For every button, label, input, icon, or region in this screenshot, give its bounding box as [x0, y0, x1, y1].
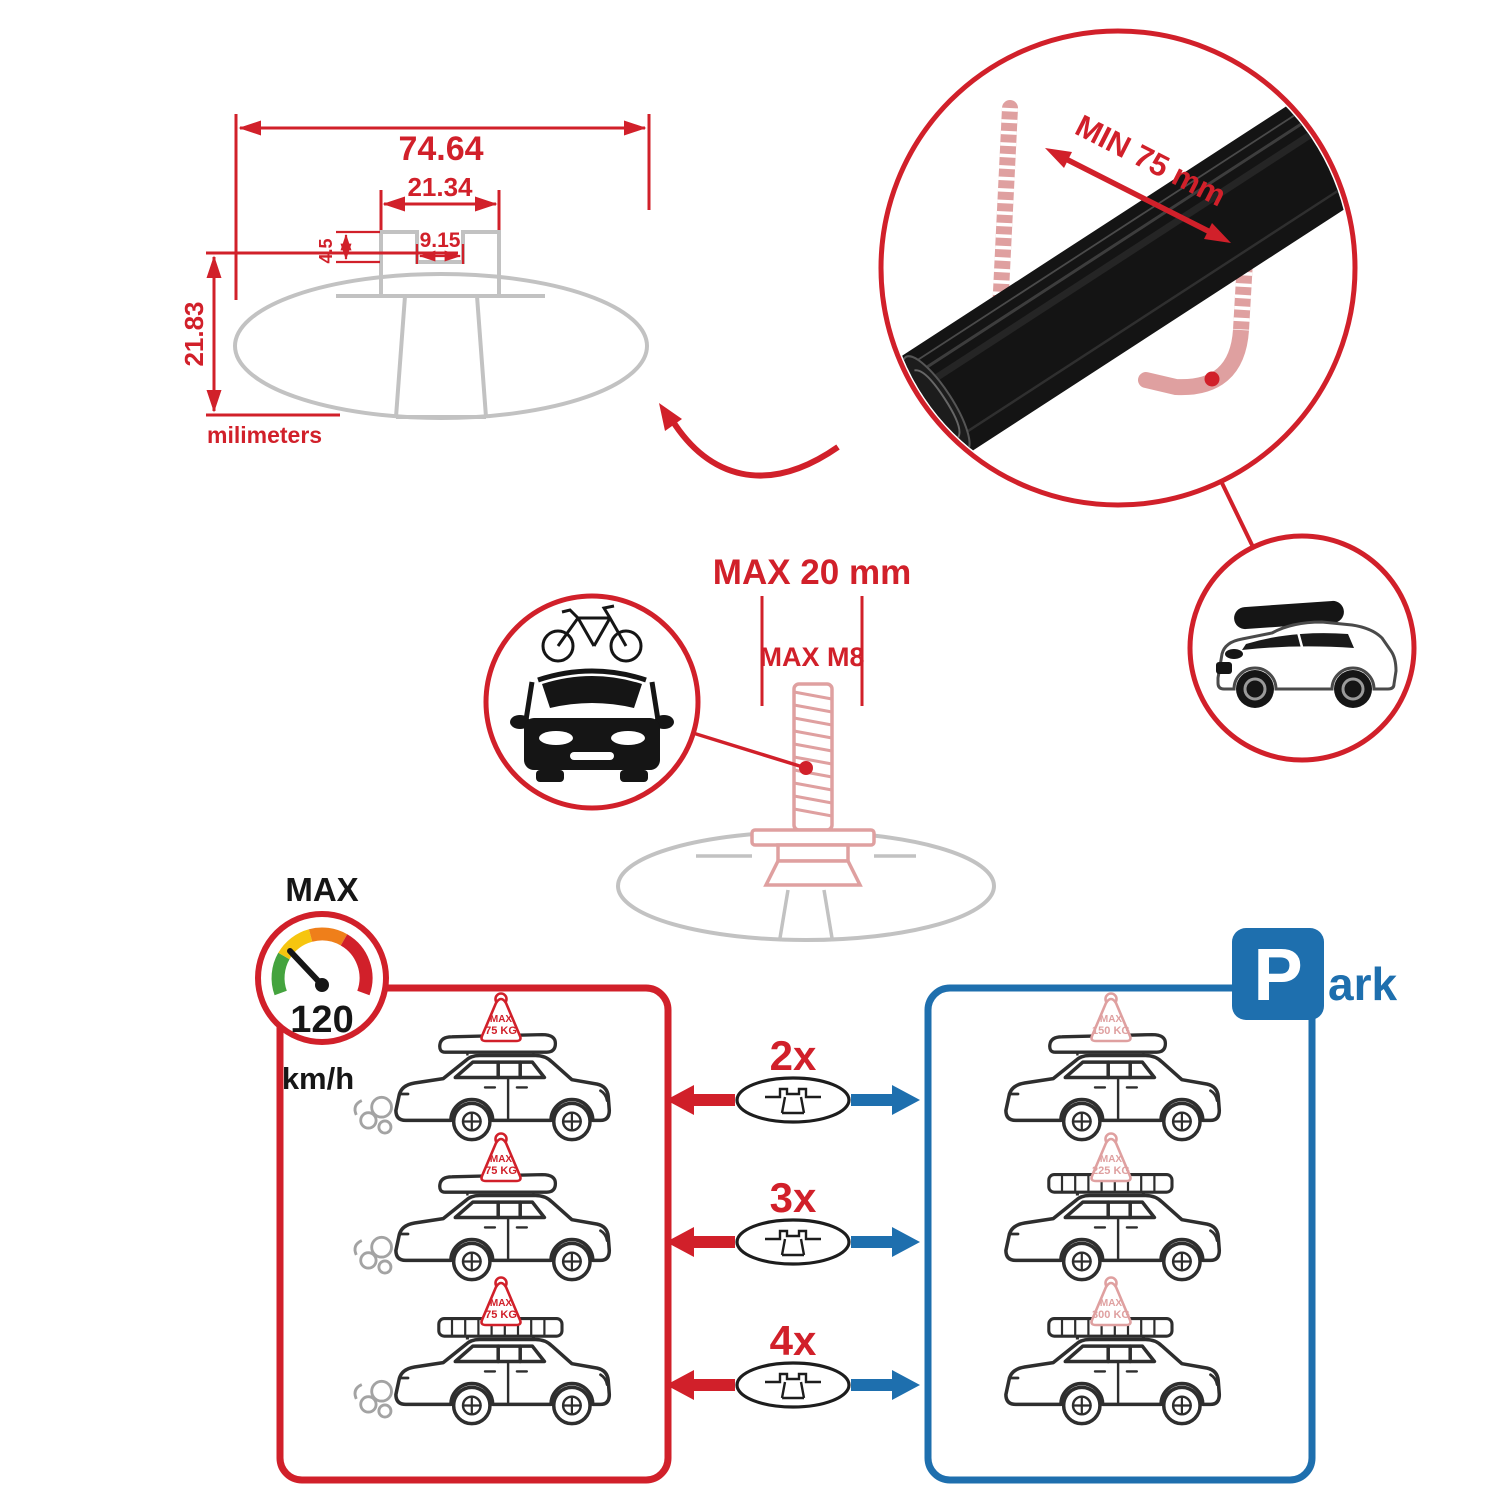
right-arrow-row1: [851, 1085, 920, 1115]
circle-connector-line: [1219, 480, 1255, 548]
bike-car-circle: [483, 593, 701, 811]
t-bolt-ghost: [750, 682, 876, 887]
load-tag-value: 150 KG: [1092, 1025, 1130, 1037]
load-tag-value: 75 KG: [485, 1309, 517, 1321]
load-tag-title: MAX: [490, 1298, 513, 1309]
load-tag-title: MAX: [1100, 1154, 1123, 1165]
ghost-profile-lines: [696, 854, 916, 939]
suv-roofbox-icon: [1216, 600, 1398, 708]
bolt-max-width-label: MAX 20 mm: [713, 553, 911, 592]
park-sign: P ark: [1232, 928, 1397, 1020]
multiplier-label-1: 2x: [770, 1032, 817, 1079]
gauge-arc-green: [271, 952, 290, 996]
gauge-arc-yellow: [278, 929, 313, 960]
speed-limit-gauge: MAX 120 km/h: [255, 871, 389, 1096]
parked-panel: MAX 150 KG MAX 225 KG MAX 300 KG: [1004, 992, 1222, 1426]
dim-label-slot-inner: 9.15: [420, 229, 461, 252]
bolt-dimension-detail: MAX 20 mm MAX M8: [616, 553, 996, 942]
t-slot-profile: [336, 230, 545, 298]
crossbar-cross-section-icon: [735, 1361, 851, 1409]
bolt-width-limit-lines: [760, 596, 864, 706]
park-sign-letter: P: [1253, 933, 1302, 1016]
multiplier-label-3: 4x: [770, 1317, 817, 1364]
load-tag-title: MAX: [1100, 1014, 1123, 1025]
gauge-arc-orange: [308, 927, 348, 946]
dim-extension-total-width: [234, 114, 651, 300]
load-tag-title: MAX: [1100, 1298, 1123, 1309]
profile-dimension-diagram: 74.64 21.34 9.15 4.5 21.83 milimeters: [179, 114, 651, 448]
units-label: milimeters: [207, 422, 322, 448]
load-tag-value: 225 KG: [1092, 1165, 1130, 1177]
dim-label-slot-depth: 4.5: [316, 238, 336, 263]
bolt-max-thread-label: MAX M8: [759, 642, 864, 672]
crossbar-cross-section-icon: [735, 1218, 851, 1266]
dim-label-total-height: 21.83: [179, 301, 209, 366]
load-tag-value: 300 KG: [1092, 1309, 1130, 1321]
park-sign-square: [1232, 928, 1324, 1020]
driving-panel: MAX 75 KG MAX 75 KG MAX 75 KG: [353, 992, 612, 1426]
dim-label-total-width: 74.64: [398, 130, 483, 168]
load-tag-value: 75 KG: [485, 1165, 517, 1177]
dim-label-slot-outer: 21.34: [407, 172, 473, 202]
pointer-arrow-head: [659, 403, 682, 431]
load-tag-title: MAX: [490, 1014, 513, 1025]
multiplier-label-2: 3x: [770, 1174, 817, 1221]
left-arrow-row2: [666, 1227, 735, 1257]
roofbox-suv-circle: [1187, 480, 1417, 763]
left-arrow-row3: [666, 1370, 735, 1400]
left-arrow-row1: [666, 1085, 735, 1115]
gauge-needle-pivot: [315, 978, 329, 992]
gauge-unit: km/h: [282, 1061, 354, 1096]
bolt-leader-line: [692, 731, 807, 770]
bolt-marker-dot: [799, 761, 813, 775]
bicycle-icon: [541, 604, 643, 663]
park-sign-suffix: ark: [1328, 958, 1397, 1010]
gauge-arc-red: [340, 934, 373, 996]
car-front-icon: [510, 668, 674, 782]
dim-extension-total-height: [206, 251, 458, 417]
load-tag-title: MAX: [490, 1154, 513, 1165]
crossbar-detail-circle: MIN 75 mm: [878, 28, 1358, 508]
right-arrow-row3: [851, 1370, 920, 1400]
gauge-title: MAX: [285, 871, 358, 908]
u-bolt-ghost: [992, 100, 1255, 396]
gauge-needle: [287, 948, 325, 988]
gauge-value: 120: [290, 999, 353, 1041]
load-tag-value: 75 KG: [485, 1025, 517, 1037]
u-bolt-marker-dot: [1204, 371, 1220, 387]
crossbar-cross-section-icon: [735, 1076, 851, 1124]
detail-pointer-arrow: [659, 403, 840, 479]
profile-stem: [394, 295, 488, 419]
bar-count-rows: 2x 3x 4x: [666, 1032, 920, 1409]
pointer-arrow-shaft: [669, 418, 840, 479]
right-arrow-row2: [851, 1227, 920, 1257]
dim-extension-slot-outer: [379, 190, 501, 230]
dim-extension-slot-depth: [336, 230, 380, 264]
